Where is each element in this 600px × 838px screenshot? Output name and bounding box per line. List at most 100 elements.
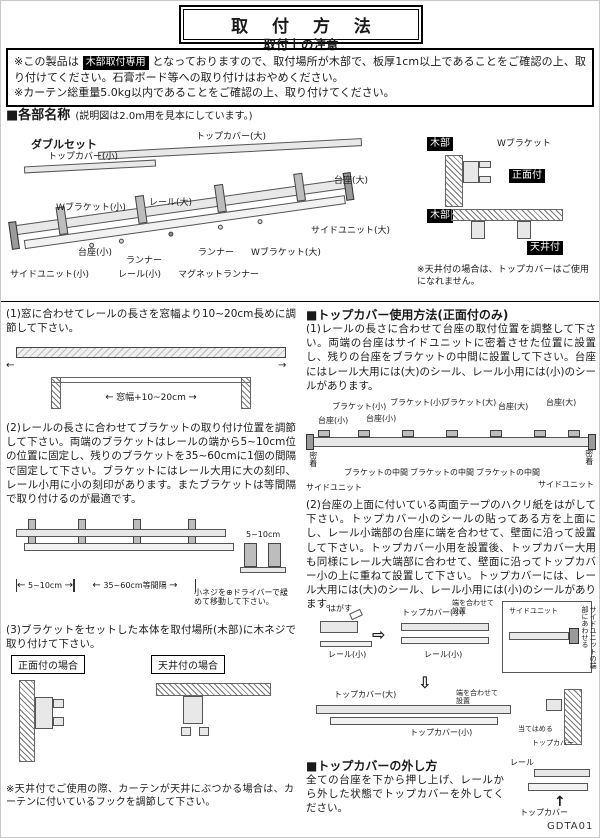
top-cover-small-shape xyxy=(330,717,498,725)
magnet-runner-shape xyxy=(168,231,174,237)
dim-right-arrow-icon: → xyxy=(188,392,197,403)
end-gap-right-label: 5~10cm xyxy=(246,530,281,539)
side-unit-shape xyxy=(588,434,596,450)
rail-shape xyxy=(509,632,569,640)
side-unit-small-label: サイドユニット(小) xyxy=(10,270,90,280)
dim-right-arrow-icon: → xyxy=(169,580,178,591)
rail-label: レール xyxy=(510,758,534,767)
top-cover-large-shape xyxy=(316,705,511,714)
bracket-small-label: ブラケット(小) xyxy=(390,398,445,407)
window-width-label: 窓幅+10~20cm xyxy=(116,393,186,403)
rail-small-label: レール(小) xyxy=(118,270,162,280)
rail-large-label: レール(大) xyxy=(149,198,193,208)
next-step-arrow-icon: ⇨ xyxy=(372,625,386,644)
rail-large-shape xyxy=(16,529,226,537)
adhere-left-label: 密着 xyxy=(308,451,318,467)
extend-right-arrow-icon: → xyxy=(278,360,287,371)
base-shape xyxy=(358,430,370,437)
top-cover-usage-heading: ■トップカバー使用方法(正面付のみ) xyxy=(306,308,509,322)
rail-small-shape xyxy=(24,543,234,551)
rail-hook-shape xyxy=(53,699,64,708)
caution-line1-suffix: となっておりますので、取付場所が木部で、板厚1cm以上であることをご確認の上、取… xyxy=(14,55,587,84)
top-cover-small-shape xyxy=(401,623,489,631)
window-post-shape xyxy=(241,377,251,409)
side-unit-label: サイドユニット xyxy=(306,483,362,492)
bracket-large-label: ブラケット(大) xyxy=(442,398,497,407)
top-cover-removal-text: 全ての台座を下から押し上げ、レールから外した状態でトップカバーを外してください。 xyxy=(306,774,504,815)
top-cover-label: トップカバー xyxy=(532,739,574,747)
dim-left-arrow-icon: ← xyxy=(17,580,26,591)
wood-only-badge: 木部取付専用 xyxy=(82,56,149,70)
step2-diagram: ← 5~10cm → ← 35~60cm等間隔 → 5~10cm 小ネジを⊕ドラ… xyxy=(6,501,296,617)
end-gap-label: 5~10cm xyxy=(27,581,63,590)
ceiling-case-label: 天井付の場合 xyxy=(151,655,225,674)
dim-left-arrow-icon: ← xyxy=(92,580,101,591)
adhere-right-label: 密着 xyxy=(584,449,594,465)
top-cover-small-label: トップカバー(小) xyxy=(410,728,473,737)
rail-hook-shape xyxy=(199,727,209,736)
wall-shape xyxy=(445,155,463,207)
mount-diagrams: 木部 Wブラケット 正面付 木部 天井付 ※天井付の場合は、トップカバーはご使用… xyxy=(389,123,596,301)
parts-diagram: ダブルセット トップカバー(小) トップカバー(大) 台座(大) Wブラケット(… xyxy=(6,119,390,301)
step3-note: ※天井付でご使用の際、カーテンが天井にぶつかる場合は、カーテンに付いているフック… xyxy=(6,784,294,808)
wood-ceiling-badge: 木部 xyxy=(427,209,453,223)
wall-shape xyxy=(19,680,35,762)
page-title: 取 付 方 法 xyxy=(183,9,419,40)
step1-diagram: ← → ← 窓幅+10~20cm → xyxy=(6,343,296,415)
ceiling-mount-badge: 天井付 xyxy=(527,241,563,255)
mid-gap-label: 35~60cm等間隔 xyxy=(103,581,167,590)
fit-label: 当てはめる xyxy=(518,725,553,733)
rail-small-shape xyxy=(320,641,372,647)
ceiling-case-diagram xyxy=(151,675,286,775)
step3-text: (3)ブラケットをセットした本体を取付場所(木部)に木ネジで取り付けて下さい。 xyxy=(6,624,296,651)
title-box: 取 付 方 法 xyxy=(179,5,423,44)
runner-shape xyxy=(118,238,125,244)
base-shape xyxy=(490,430,502,437)
top-cover-shape xyxy=(534,769,590,777)
push-up-arrow-icon: ↑ xyxy=(554,794,566,810)
w-bracket-label: Wブラケット xyxy=(497,139,551,149)
rail-small-label: レール(小) xyxy=(328,650,367,659)
top-cover-small-label: トップカバー(小) xyxy=(402,608,465,617)
base-large-label: 台座(大) xyxy=(498,402,529,411)
top-cover-step1-diagram: ブラケット(小) ブラケット(小) ブラケット(大) 台座(大) 台座(大) 台… xyxy=(306,398,596,495)
step2-text: (2)レールの長さに合わせてブラケットの取り付け位置を調節して下さい。両端のブラ… xyxy=(6,422,296,505)
extend-left-arrow-icon: ← xyxy=(6,360,15,371)
w-bracket-shape xyxy=(134,195,148,225)
base-shape xyxy=(534,430,546,437)
base-small-label: 台座(小) xyxy=(78,248,113,258)
parts-heading: ■各部名称 xyxy=(6,108,71,123)
rail-shape xyxy=(16,347,286,358)
screw-note: 小ネジを⊕ドライバーで緩めて移動して下さい。 xyxy=(194,588,289,606)
rail-small-shape xyxy=(401,637,489,644)
top-cover-removal-diagram: レール ↑ トップカバー xyxy=(506,757,598,821)
top-cover-step2-text: (2)台座の上面に付いている両面テープのハクリ紙をはがして下さい。トップカバー小… xyxy=(306,499,596,611)
rail-hook-shape xyxy=(53,717,64,726)
top-cover-label: トップカバー xyxy=(520,808,568,817)
w-bracket-small-label: Wブラケット(小) xyxy=(56,203,126,213)
bracket-mid-label: ブラケットの中間 xyxy=(476,468,540,477)
top-cover-removal-heading: ■トップカバーの外し方 xyxy=(306,759,438,773)
base-shape xyxy=(446,430,458,437)
w-bracket-shape xyxy=(213,183,227,213)
caution-line-1: ※この製品は 木部取付専用 となっておりますので、取付場所が木部で、板厚1cm以… xyxy=(14,54,586,85)
front-case-label: 正面付の場合 xyxy=(11,655,85,674)
parts-heading-note: (説明図は2.0m用を見本にしています。) xyxy=(75,111,253,122)
ceiling-bracket-shape xyxy=(471,221,485,239)
base-shape xyxy=(320,621,358,633)
base-shape xyxy=(568,430,580,437)
section-divider xyxy=(1,301,599,302)
end-gap-dim: ← 5~10cm → xyxy=(16,579,74,592)
ceiling-bracket-shape xyxy=(517,221,531,239)
top-cover-step1-text: (1)レールの長さに合わせて台座の取付位置を調整して下さい。両端の台座はサイドユ… xyxy=(306,323,596,392)
window-width-dim: ← 窓幅+10~20cm → xyxy=(64,391,238,404)
base-shape xyxy=(402,430,414,437)
runner-shape xyxy=(257,218,263,225)
base-small-label: 台座(小) xyxy=(318,416,349,425)
ceiling-shape xyxy=(451,209,563,221)
bracket-shape xyxy=(35,697,53,729)
w-bracket-shape xyxy=(293,172,307,202)
magnet-runner-label: マグネットランナー xyxy=(178,270,260,280)
top-cover-large-label: トップカバー(大) xyxy=(334,690,397,699)
